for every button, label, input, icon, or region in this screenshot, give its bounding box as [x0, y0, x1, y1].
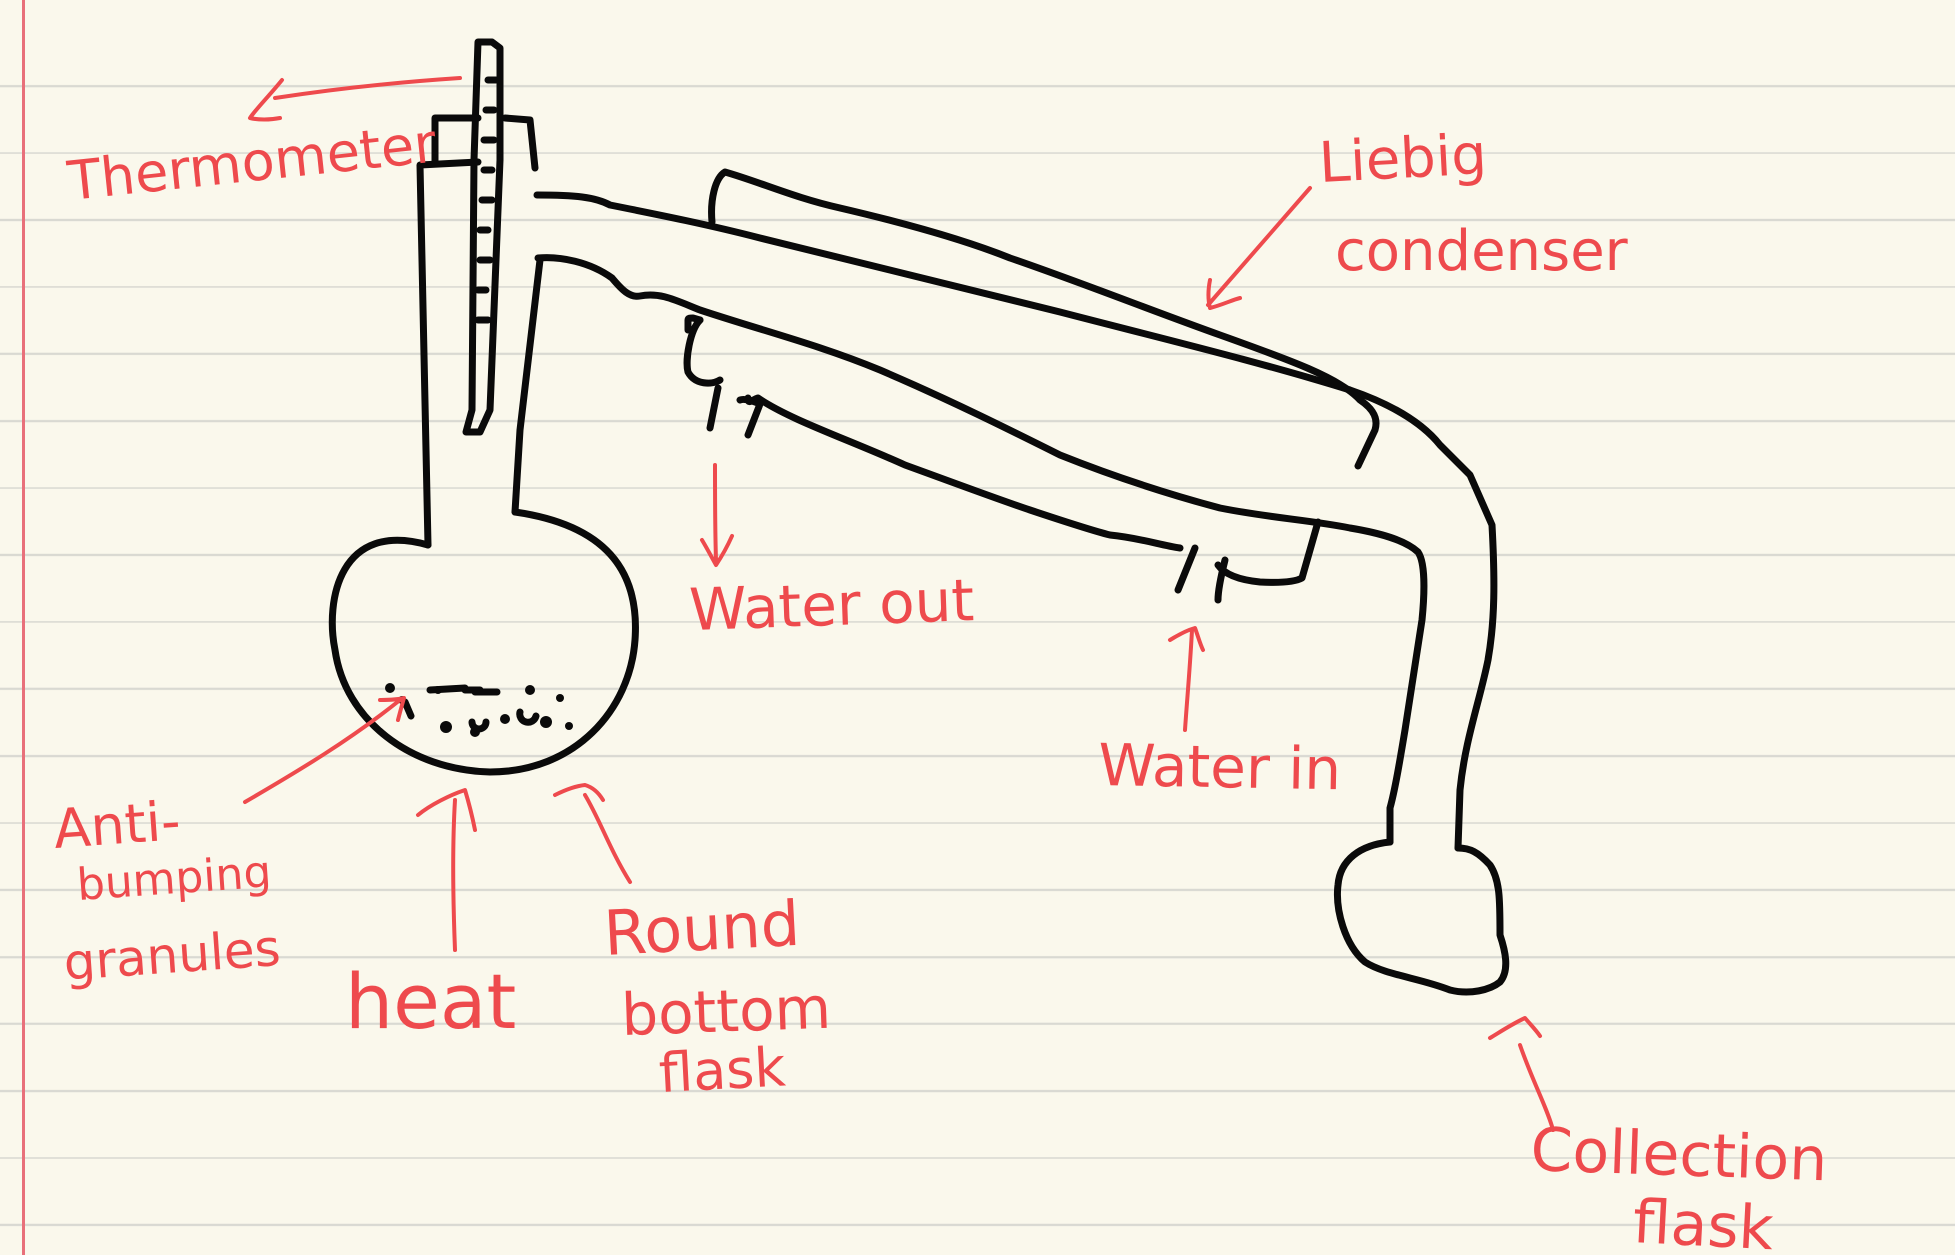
label-flask: flask	[657, 1035, 787, 1105]
label-heat: heat	[345, 957, 516, 1046]
annotation-arrows	[243, 76, 1555, 1132]
water-in-arrow	[1168, 626, 1205, 732]
condenser-jacket-bottom	[683, 316, 1322, 586]
round-bottom-flask	[328, 508, 639, 776]
collection-flask	[1333, 838, 1510, 996]
anti-bumping-arrow	[243, 696, 406, 804]
thermometer	[462, 38, 504, 436]
liebig-arrow	[1206, 186, 1312, 310]
collection-arrow	[1488, 1016, 1555, 1132]
apparatus	[328, 38, 1510, 996]
label-condenser: condenser	[1335, 219, 1629, 284]
label-water-out: Water out	[688, 566, 975, 644]
thermometer-scale	[474, 76, 500, 324]
flask-neck-left	[416, 158, 482, 549]
water-out-nozzle-top	[684, 314, 704, 334]
label-thermometer: Thermometer	[64, 112, 440, 213]
heat-arrow	[416, 788, 477, 952]
condenser-jacket-top	[708, 168, 1380, 470]
label-bottom: bottom	[620, 974, 832, 1049]
label-liebig: Liebig	[1317, 122, 1488, 196]
water-in-nozzle	[1174, 544, 1229, 604]
round-bottom-arrow	[553, 783, 632, 884]
label-collection: Collection	[1529, 1115, 1828, 1195]
thermometer-arrow	[248, 76, 462, 122]
label-granules: granules	[62, 919, 283, 992]
margin-line	[22, 0, 25, 1255]
label-water-in: Water in	[1098, 731, 1342, 803]
water-out-arrow	[700, 463, 734, 567]
anti-bumping-granules	[385, 683, 573, 737]
side-arm-bottom	[534, 254, 1428, 846]
label-collection-flask: flask	[1631, 1187, 1775, 1255]
water-out-nozzle	[706, 384, 764, 439]
still-head-adapter	[431, 114, 539, 172]
side-arm-top	[533, 191, 1498, 852]
label-round: Round	[602, 887, 802, 970]
flask-neck-right	[511, 256, 544, 516]
label-anti: Anti-	[52, 789, 183, 861]
